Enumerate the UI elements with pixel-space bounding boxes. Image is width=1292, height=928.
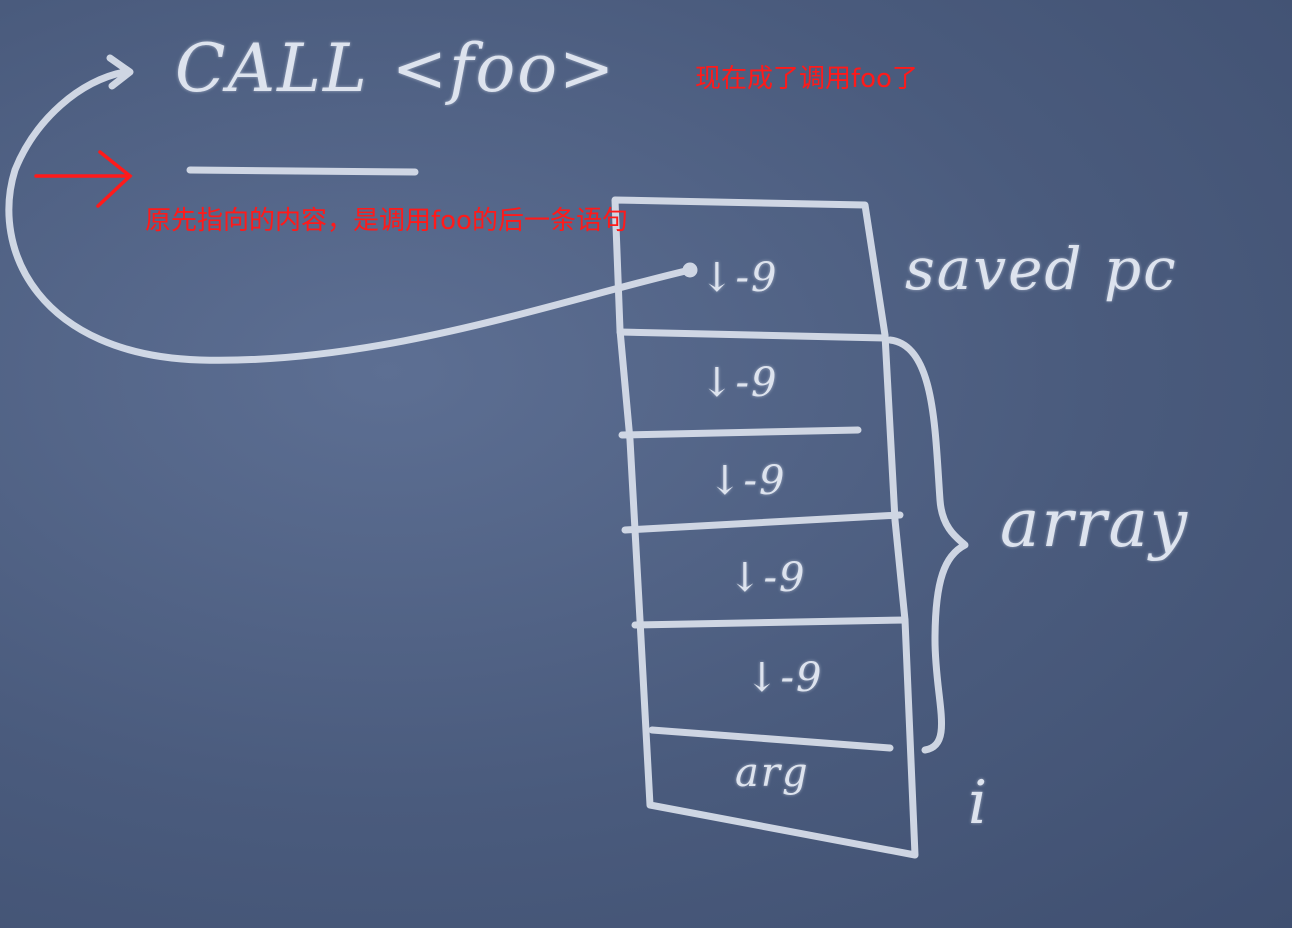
stack-outline: [611, 196, 919, 859]
stack-cell: ↓-9: [700, 360, 779, 406]
stack-cell: ↓-9: [708, 458, 787, 504]
call-foo-text: CALL <foo>: [175, 30, 617, 107]
stack-divider: [621, 511, 904, 534]
stack-cell-saved-pc: ↓-9: [700, 255, 779, 301]
index-label: i: [968, 768, 990, 838]
stack-divider: [648, 726, 894, 752]
stack-cell: ↓-9: [745, 655, 824, 701]
array-label: array: [1000, 485, 1190, 562]
return-pointer-curve: [5, 68, 694, 364]
stack-cell: ↓-9: [728, 555, 807, 601]
stack-divider: [618, 426, 862, 439]
array-brace: [886, 336, 969, 754]
call-underline: [186, 166, 419, 176]
stack-cell-arg: arg: [735, 750, 810, 796]
stack-divider: [616, 328, 889, 342]
pointer-dot: [682, 262, 698, 278]
stack-divider: [631, 616, 909, 629]
pointer-arrowhead: [106, 54, 134, 90]
saved-pc-label: saved pc: [905, 235, 1178, 303]
red-arrow-head: [96, 150, 133, 208]
annotation-arrow: 原先指向的内容，是调用foo的后一条语句: [145, 206, 628, 236]
annotation-top: 现在成了调用foo了: [695, 64, 918, 94]
